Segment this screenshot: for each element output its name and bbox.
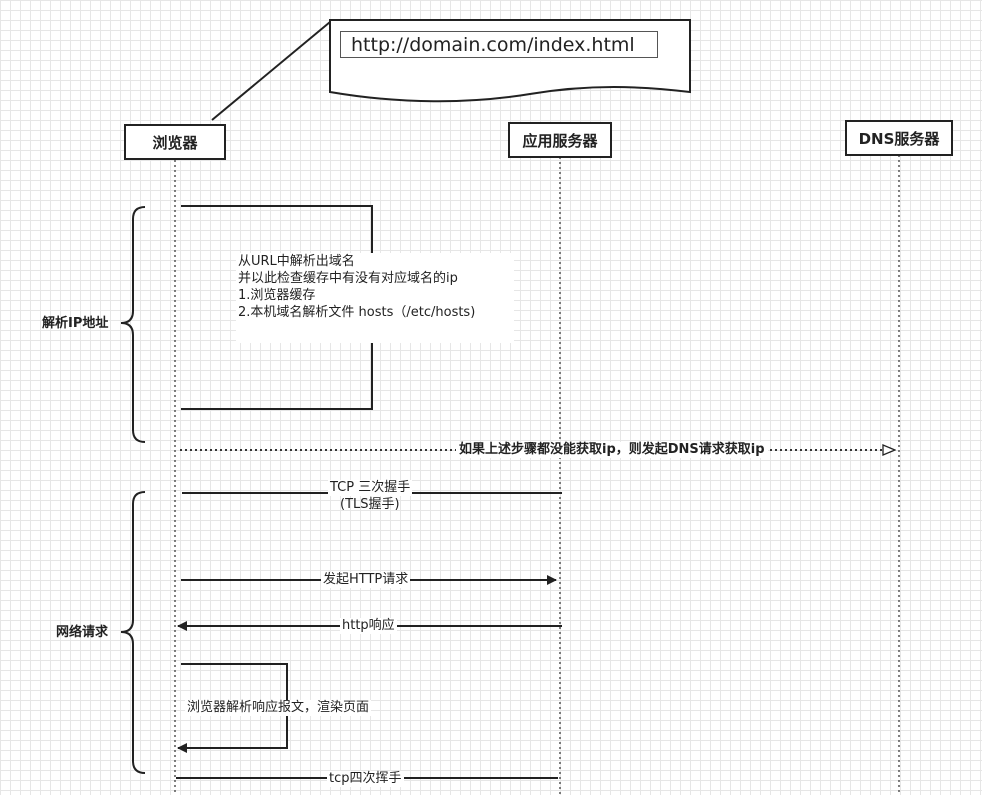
http-response-label: http响应 bbox=[340, 618, 397, 634]
url-note-connector bbox=[211, 21, 331, 121]
http-request-label: 发起HTTP请求 bbox=[321, 572, 411, 588]
tcp-handshake-label: TCP 三次握手 bbox=[328, 480, 413, 496]
network-request-brace bbox=[120, 491, 146, 774]
note-line: 并以此检查缓存中有没有对应域名的ip bbox=[238, 271, 458, 286]
note-line: 2.本机域名解析文件 hosts（/etc/hosts) bbox=[238, 305, 476, 320]
url-note-text: http://domain.com/index.html bbox=[340, 31, 658, 58]
note-line: 从URL中解析出域名 bbox=[238, 254, 355, 269]
browser-actor: 浏览器 bbox=[124, 124, 226, 160]
resolve-ip-brace bbox=[120, 206, 146, 443]
render-label: 浏览器解析响应报文，渲染页面 bbox=[185, 700, 372, 716]
resolve-domain-note: 从URL中解析出域名 并以此检查缓存中有没有对应域名的ip 1.浏览器缓存 2.… bbox=[236, 253, 514, 343]
tcp-wave-label: tcp四次挥手 bbox=[327, 771, 404, 787]
dns-server-actor: DNS服务器 bbox=[845, 120, 953, 156]
app-server-actor: 应用服务器 bbox=[508, 122, 612, 158]
network-request-label: 网络请求 bbox=[56, 625, 109, 640]
note-line: 1.浏览器缓存 bbox=[238, 288, 316, 303]
tls-handshake-label: (TLS握手) bbox=[340, 497, 400, 512]
resolve-ip-label: 解析IP地址 bbox=[42, 316, 109, 331]
dns-request-label: 如果上述步骤都没能获取ip，则发起DNS请求获取ip bbox=[456, 442, 768, 458]
